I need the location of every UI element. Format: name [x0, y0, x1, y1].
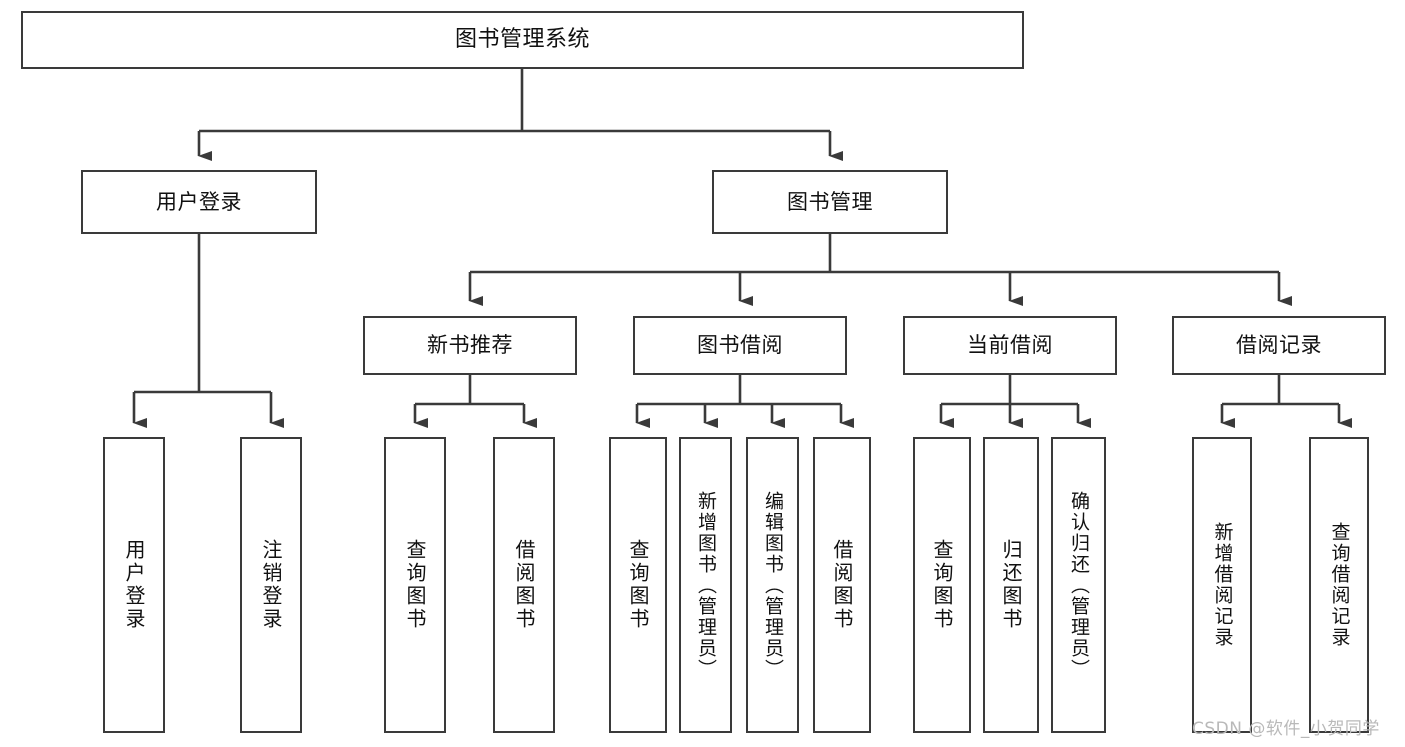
node-label: 当前借阅: [967, 333, 1053, 358]
node-new-book-recommend[interactable]: 新书推荐: [363, 316, 577, 375]
node-label: 用户登录: [156, 189, 242, 214]
leaf-current-borrow-confirm-return-admin[interactable]: 确认归还（管理员）: [1051, 437, 1106, 733]
node-book-borrow[interactable]: 图书借阅: [633, 316, 847, 375]
node-user-login[interactable]: 用户登录: [81, 170, 317, 234]
leaf-book-borrow-borrow-book[interactable]: 借阅图书: [813, 437, 871, 733]
node-label: 查询图书: [403, 539, 427, 631]
leaf-new-book-borrow-book[interactable]: 借阅图书: [493, 437, 555, 733]
node-book-management[interactable]: 图书管理: [712, 170, 948, 234]
node-label: 查询图书: [930, 539, 954, 631]
leaf-book-borrow-edit-book-admin[interactable]: 编辑图书（管理员）: [746, 437, 799, 733]
node-label: 借阅图书: [512, 539, 536, 631]
node-root-book-management-system[interactable]: 图书管理系统: [21, 11, 1024, 69]
csdn-watermark: CSDN @软件_小贺同学: [1192, 719, 1380, 739]
node-label: 图书管理: [787, 189, 873, 214]
node-label: 图书管理系统: [454, 27, 590, 53]
node-label: 注销登录: [259, 539, 283, 631]
leaf-current-borrow-return-book[interactable]: 归还图书: [983, 437, 1039, 733]
leaf-user-login-login[interactable]: 用户登录: [103, 437, 165, 733]
leaf-user-login-logout[interactable]: 注销登录: [240, 437, 302, 733]
node-borrow-records[interactable]: 借阅记录: [1172, 316, 1386, 375]
node-label: 新增图书（管理员）: [695, 490, 717, 680]
node-label: 新书推荐: [427, 333, 513, 358]
leaf-book-borrow-add-book-admin[interactable]: 新增图书（管理员）: [679, 437, 732, 733]
node-label: 确认归还（管理员）: [1068, 490, 1090, 680]
node-label: 用户登录: [122, 539, 146, 631]
leaf-book-borrow-query-book[interactable]: 查询图书: [609, 437, 667, 733]
node-label: 编辑图书（管理员）: [762, 490, 784, 680]
node-label: 查询借阅记录: [1328, 522, 1351, 648]
node-current-borrow[interactable]: 当前借阅: [903, 316, 1117, 375]
node-label: 查询图书: [626, 539, 650, 631]
node-label: 归还图书: [999, 539, 1023, 631]
leaf-borrow-records-add-record[interactable]: 新增借阅记录: [1192, 437, 1252, 733]
leaf-current-borrow-query-book[interactable]: 查询图书: [913, 437, 971, 733]
node-label: 图书借阅: [697, 333, 783, 358]
node-label: 借阅记录: [1236, 333, 1322, 358]
node-label: 借阅图书: [830, 539, 854, 631]
leaf-borrow-records-query-record[interactable]: 查询借阅记录: [1309, 437, 1369, 733]
leaf-new-book-query-book[interactable]: 查询图书: [384, 437, 446, 733]
node-label: 新增借阅记录: [1211, 522, 1234, 648]
